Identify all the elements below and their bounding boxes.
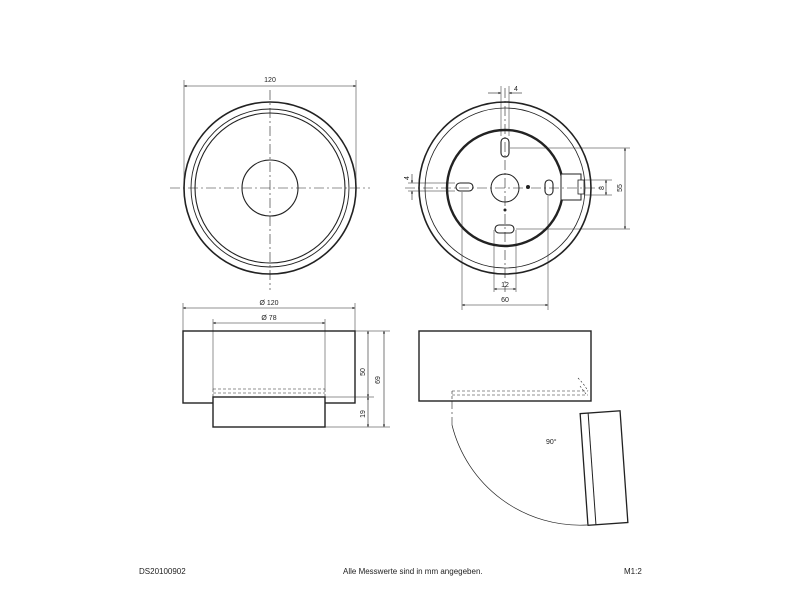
rear-dim-small-label: 8 [599,186,606,190]
open-hinge-hidden [577,377,589,395]
open-angle-label: 90° [546,438,557,446]
open-plate-outer [579,410,629,527]
rear-slot-right [544,179,554,196]
footer-doc-id: DS20100902 [139,567,186,576]
rear-dim-spacing-label: 12 [501,282,509,289]
open-swing-arc [451,424,588,526]
side-dim-base-label: 19 [360,410,367,418]
side-dim-outer-label: Ø 120 [259,300,278,307]
rear-dim-slot-label: 4 [514,86,518,93]
rear-slot-bottom [494,224,515,234]
top-dim-width-label: 120 [264,77,276,84]
open-body [418,330,592,402]
footer-note: Alle Messwerte sind in mm angegeben. [343,567,483,576]
side-base [212,396,326,428]
rear-dim-width-label: 60 [501,297,509,304]
side-dim-inner-label: Ø 78 [261,315,276,322]
rear-dim-left-label: 4 [404,176,411,180]
open-view: 90° [418,330,629,527]
footer-scale: M1:2 [624,567,642,576]
rear-dot-center-right [526,185,530,189]
side-dim-body-label: 50 [360,368,367,376]
rear-slot-left [455,182,474,192]
rear-view: 4 4 8 55 12 60 [404,86,630,310]
side-body [182,330,356,404]
side-view: Ø 120 Ø 78 50 69 19 [182,300,390,428]
top-view: 120 [170,77,370,290]
rear-dim-height-label: 55 [617,184,624,192]
side-dim-total-label: 69 [375,376,382,384]
open-plate-inner-line [587,413,597,525]
rear-connector-inner [577,179,585,195]
